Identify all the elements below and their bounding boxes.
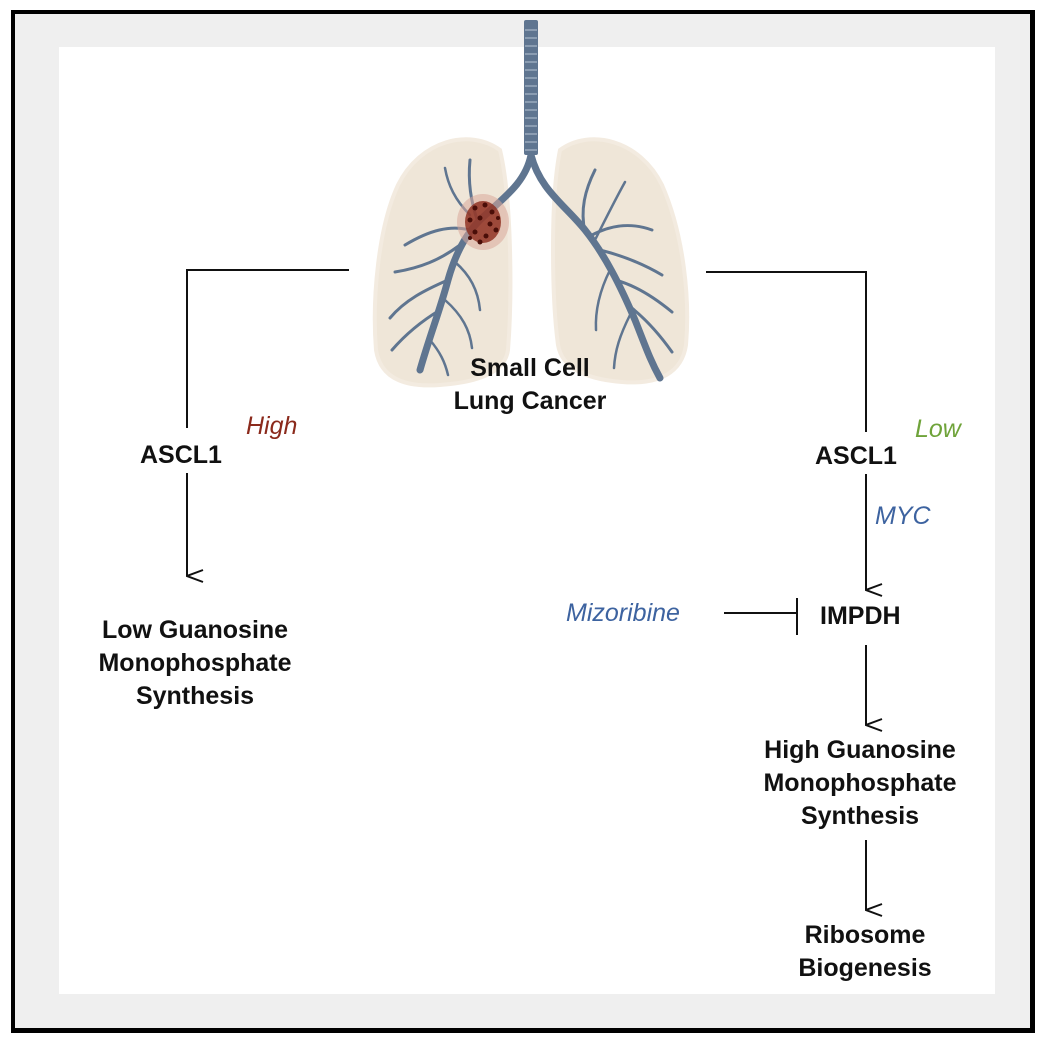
left-outcome: Low Guanosine Monophosphate Synthesis xyxy=(60,614,330,713)
tumor-icon xyxy=(457,194,509,250)
left-outcome-line-2: Monophosphate xyxy=(98,649,292,677)
ascl1-low-label: ASCL1 xyxy=(815,442,897,470)
right-outcome-line-3: Synthesis xyxy=(800,802,920,830)
title-line-2: Lung Cancer xyxy=(453,387,607,415)
left-outcome-line-3: Synthesis xyxy=(135,682,255,710)
impdh-label: IMPDH xyxy=(820,602,901,630)
ribosome-biogenesis: Ribosome Biogenesis xyxy=(760,919,970,985)
figure-panel xyxy=(59,47,995,994)
right-branch-connector xyxy=(706,271,866,910)
right-lung xyxy=(551,137,690,385)
low-level-label: Low xyxy=(915,415,961,443)
left-outcome-line-1: Low Guanosine xyxy=(101,616,289,644)
right-outcome-line-2: Monophosphate xyxy=(763,769,957,797)
lungs-icon xyxy=(372,20,690,388)
bronchial-tree xyxy=(388,151,674,382)
title-line-1: Small Cell xyxy=(470,354,590,382)
left-branch-connector xyxy=(186,269,349,576)
mizoribine-label: Mizoribine xyxy=(566,599,680,627)
right-outcome-line-1: High Guanosine xyxy=(764,736,956,764)
right-outcome: High Guanosine Monophosphate Synthesis xyxy=(725,734,995,833)
high-level-label: High xyxy=(246,412,298,440)
final-line-1: Ribosome xyxy=(804,921,926,949)
trachea xyxy=(524,20,538,155)
final-line-2: Biogenesis xyxy=(798,954,932,982)
ascl1-high-label: ASCL1 xyxy=(140,441,222,469)
myc-label: MYC xyxy=(875,502,931,530)
trachea-rings xyxy=(525,29,537,151)
diagram-title: Small Cell Lung Cancer xyxy=(430,352,630,418)
